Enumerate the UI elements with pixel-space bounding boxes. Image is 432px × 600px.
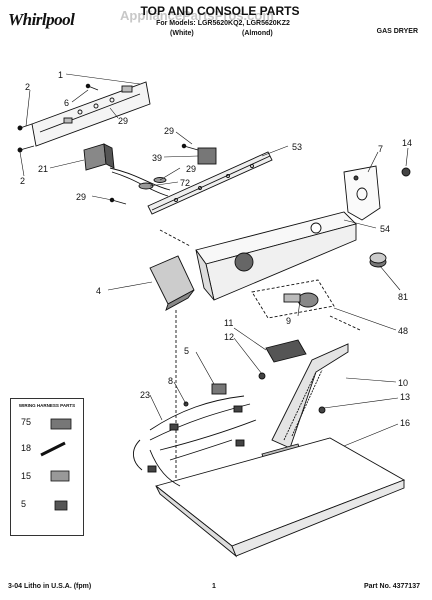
callout-81: 81	[398, 292, 408, 302]
callout-29b: 29	[164, 126, 174, 136]
page-title: TOP AND CONSOLE PARTS	[140, 4, 300, 18]
callout-29c: 29	[186, 164, 196, 174]
product-type: GAS DRYER	[376, 28, 418, 35]
connector-75-icon	[50, 418, 72, 430]
part-top-panel-16	[155, 437, 406, 558]
part-number: Part No. 4377137	[363, 583, 420, 590]
part-screw-29d	[109, 197, 127, 205]
fuse-18-icon	[40, 441, 66, 457]
legend-part-icons	[40, 418, 72, 511]
part-knob-81	[369, 252, 387, 268]
part-end-cap-7	[343, 165, 381, 221]
callout-72: 72	[180, 178, 190, 188]
callout-2b: 2	[20, 176, 25, 186]
callout-6: 6	[64, 98, 69, 108]
callout-1: 1	[58, 70, 63, 80]
callout-29a: 29	[118, 116, 128, 126]
callout-16: 16	[400, 418, 410, 428]
whirlpool-logo: Whirlpool	[8, 10, 75, 29]
part-harness-23	[133, 395, 257, 487]
callout-23: 23	[140, 390, 150, 400]
callout-21: 21	[38, 164, 48, 174]
litho-footer: 3-04 Litho in U.S.A. (fpm)	[8, 583, 92, 590]
part-window-11	[258, 339, 307, 380]
callout-14: 14	[402, 138, 412, 148]
part-support-4	[149, 255, 195, 311]
part-rear-console-panel	[31, 81, 151, 147]
legend-item-5: 5	[21, 499, 27, 509]
color-white: (White)	[170, 30, 194, 37]
callout-48: 48	[398, 326, 408, 336]
callout-12: 12	[224, 332, 234, 342]
callout-11: 11	[224, 318, 233, 328]
part-connector-5	[211, 383, 227, 395]
part-wire-harness-72	[109, 167, 171, 197]
part-screw-13	[318, 406, 326, 414]
callout-8: 8	[168, 376, 173, 386]
callout-54: 54	[380, 224, 390, 234]
connector-15-icon	[50, 470, 70, 482]
legend-item-75: 75	[21, 417, 32, 427]
part-switch-21	[83, 143, 115, 171]
part-screw-6	[85, 83, 99, 91]
callout-10: 10	[398, 378, 408, 388]
color-almond: (Almond)	[242, 30, 273, 37]
legend-item-18: 18	[21, 443, 32, 453]
callout-9: 9	[286, 316, 291, 326]
callout-39: 39	[152, 153, 162, 163]
wiring-harness-legend: WIRING HARNESS PARTS 75 18 15 5	[10, 398, 84, 536]
callout-5: 5	[184, 346, 189, 356]
callout-29d: 29	[76, 192, 86, 202]
callout-2a: 2	[25, 82, 30, 92]
part-knob-9	[251, 279, 335, 319]
part-screws-2	[17, 123, 35, 153]
page-number: 1	[212, 583, 216, 590]
legend-item-15: 15	[21, 471, 32, 481]
callout-13: 13	[400, 392, 410, 402]
part-screw-14	[401, 167, 411, 177]
callout-7: 7	[378, 144, 383, 154]
model-numbers: For Models: LGR5620KQ2, LGR5620KZ2	[156, 20, 290, 27]
legend-title: WIRING HARNESS PARTS	[18, 403, 76, 408]
part-front-console-54	[195, 211, 357, 301]
callout-53: 53	[292, 142, 302, 152]
leader-lines	[19, 73, 409, 447]
part-39	[181, 143, 217, 165]
callout-4: 4	[96, 286, 101, 296]
connector-5-icon	[54, 500, 68, 511]
guide-lines	[159, 229, 361, 500]
part-console-rail-53	[147, 151, 273, 215]
